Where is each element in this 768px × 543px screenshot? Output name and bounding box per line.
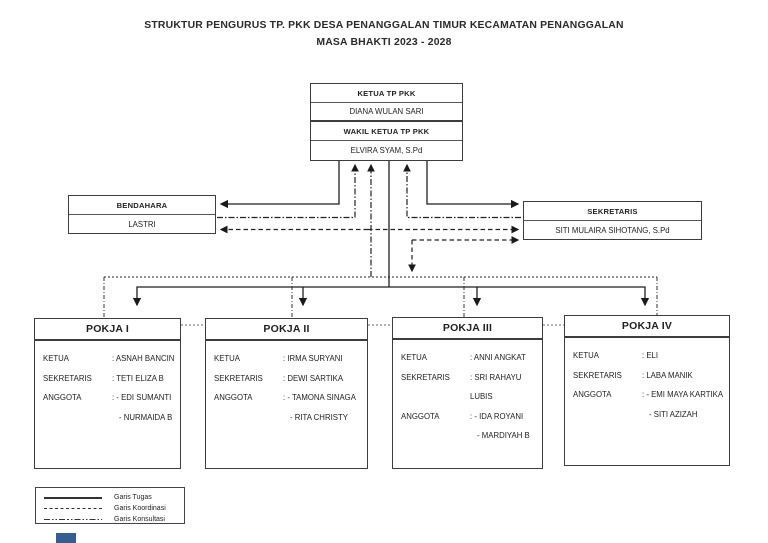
row-value: : SRI RAHAYU LUBIS (470, 372, 522, 402)
row-value: : ELI (642, 351, 659, 360)
row-label: KETUA (43, 354, 69, 363)
bendahara-box: BENDAHARA LASTRI (68, 195, 216, 234)
row-label (573, 405, 642, 425)
wakil-ketua-title: WAKIL KETUA TP PKK (311, 122, 462, 141)
pokja4-box: POKJA IV KETUA : ELI SEKRETARIS : LABA MAN… (564, 315, 730, 466)
bendahara-name: LASTRI (128, 220, 156, 229)
pokja4-row-anggota2: - SITI AZIZAH (573, 405, 725, 425)
legend-label: Garis Tugas (114, 494, 152, 501)
row-value: - SITI AZIZAH (649, 409, 698, 419)
pokja3-title: POKJA III (393, 318, 542, 340)
sekretaris-name: SITI MULAIRA SIHOTANG, S.Pd (555, 226, 670, 235)
row-label: KETUA (401, 353, 427, 362)
row-value: : - EMI MAYA KARTIKA (642, 390, 724, 399)
row-label: SEKRETARIS (214, 373, 263, 383)
legend-line-dashdot-icon (44, 518, 102, 521)
row-label: ANGGOTA (573, 390, 612, 399)
row-value: : ANNI ANGKAT (470, 353, 526, 362)
pokja2-row-sekretaris: SEKRETARIS : DEWI SARTIKA (214, 369, 363, 389)
pokja1-row-anggota2: - NURMAIDA B (43, 408, 176, 428)
pokja4-row-sekretaris: SEKRETARIS : LABA MANIK (573, 366, 725, 386)
pokja3-row-anggota: ANGGOTA : - IDA ROYANI (401, 407, 538, 427)
pokja1-box: POKJA I KETUA : ASNAH BANCIN SEKRETARIS : … (34, 318, 181, 469)
pokja3-row-anggota2: - MARDIYAH B (401, 426, 538, 446)
pokja2-box: POKJA II KETUA : IRMA SURYANI SEKRETARIS:… (205, 318, 368, 469)
row-label: ANGGOTA (401, 411, 440, 421)
konsultasi-sekretaris-to-ketua (403, 163, 521, 219)
pokja1-row-ketua: KETUA : ASNAH BANCIN (43, 349, 176, 369)
row-value: - RITA CHRISTY (290, 412, 348, 422)
page-title-line1: STRUKTUR PENGURUS TP. PKK DESA PENANGGAL… (144, 20, 624, 31)
row-label: SEKRETARIS (573, 370, 622, 380)
row-label (401, 426, 470, 446)
row-label: ANGGOTA (214, 393, 253, 402)
row-label: SEKRETARIS (401, 372, 450, 382)
row-label: KETUA (573, 351, 599, 360)
viewer-artifact-square (56, 533, 76, 543)
pokja3-box: POKJA III KETUA : ANNI ANGKAT SEKRETARIS:… (392, 317, 543, 469)
tugas-distribution (132, 286, 650, 307)
pokja3-body: KETUA : ANNI ANGKAT SEKRETARIS : SRI RAHAY… (393, 340, 542, 446)
row-value: : LABA MANIK (642, 370, 693, 380)
legend-line-solid-icon (44, 496, 102, 499)
row-value: - MARDIYAH B (477, 431, 530, 440)
page-title: STRUKTUR PENGURUS TP. PKK DESA PENANGGAL… (0, 17, 768, 51)
row-label (43, 408, 112, 428)
pokja1-row-sekretaris: SEKRETARIS : TETI ELIZA B (43, 369, 176, 389)
pokja4-body: KETUA : ELI SEKRETARIS : LABA MANIK ANGGOT… (565, 338, 729, 424)
pokja3-row-ketua: KETUA : ANNI ANGKAT (401, 348, 538, 368)
pokja4-title: POKJA IV (565, 316, 729, 338)
pokja2-row-ketua: KETUA : IRMA SURYANI (214, 349, 363, 369)
ketua-box: KETUA TP PKK DIANA WULAN SARI WAKIL KETU… (310, 83, 463, 161)
row-label: ANGGOTA (43, 393, 82, 402)
legend-line-dashed-icon (44, 507, 102, 510)
pokja4-row-ketua: KETUA : ELI (573, 346, 725, 366)
legend-row-konsultasi: Garis Konsultasi (36, 514, 184, 525)
wakil-ketua-name: ELVIRA SYAM, S.Pd (350, 146, 423, 155)
row-label: SEKRETARIS (43, 373, 92, 383)
row-value: - NURMAIDA B (119, 412, 173, 422)
row-label: KETUA (214, 354, 240, 363)
bendahara-title: BENDAHARA (69, 196, 215, 215)
row-label (214, 408, 283, 428)
row-value: : - TAMONA SINAGA (283, 393, 356, 402)
legend-label: Garis Koordinasi (114, 505, 166, 512)
legend-box: Garis Tugas Garis Koordinasi Garis Konsu… (35, 487, 185, 524)
sekretaris-title: SEKRETARIS (524, 202, 701, 221)
pokja2-row-anggota: ANGGOTA : - TAMONA SINAGA (214, 388, 363, 408)
ketua-title: KETUA TP PKK (311, 84, 462, 103)
pokja1-row-anggota: ANGGOTA : - EDI SUMANTI (43, 388, 176, 408)
tugas-ketua-to-sekretaris (426, 161, 520, 209)
row-value: : DEWI SARTIKA (283, 373, 344, 383)
legend-row-tugas: Garis Tugas (36, 492, 184, 503)
row-value: : ASNAH BANCIN (112, 354, 175, 363)
pokja1-title: POKJA I (35, 319, 180, 341)
legend-row-koordinasi: Garis Koordinasi (36, 503, 184, 514)
tugas-ketua-to-bendahara (219, 161, 340, 209)
sekretaris-box: SEKRETARIS SITI MULAIRA SIHOTANG, S.Pd (523, 201, 702, 240)
pokja2-title: POKJA II (206, 319, 367, 341)
row-value: : - EDI SUMANTI (112, 393, 172, 402)
pokja4-row-anggota: ANGGOTA : - EMI MAYA KARTIKA (573, 385, 725, 405)
pokja1-body: KETUA : ASNAH BANCIN SEKRETARIS : TETI ELI… (35, 341, 180, 427)
pokja3-row-sekretaris: SEKRETARIS : SRI RAHAYU LUBIS (401, 368, 538, 407)
row-value: : - IDA ROYANI (470, 411, 524, 421)
ketua-name: DIANA WULAN SARI (311, 103, 462, 122)
legend-label: Garis Konsultasi (114, 516, 165, 523)
row-value: : TETI ELIZA B (112, 373, 164, 383)
konsultasi-bendahara-to-ketua (217, 163, 359, 219)
row-value: : IRMA SURYANI (283, 354, 343, 363)
pokja2-body: KETUA : IRMA SURYANI SEKRETARIS : DEWI SAR… (206, 341, 367, 427)
pokja2-row-anggota2: - RITA CHRISTY (214, 408, 363, 428)
page-title-line2: MASA BHAKTI 2023 - 2028 (316, 37, 452, 48)
